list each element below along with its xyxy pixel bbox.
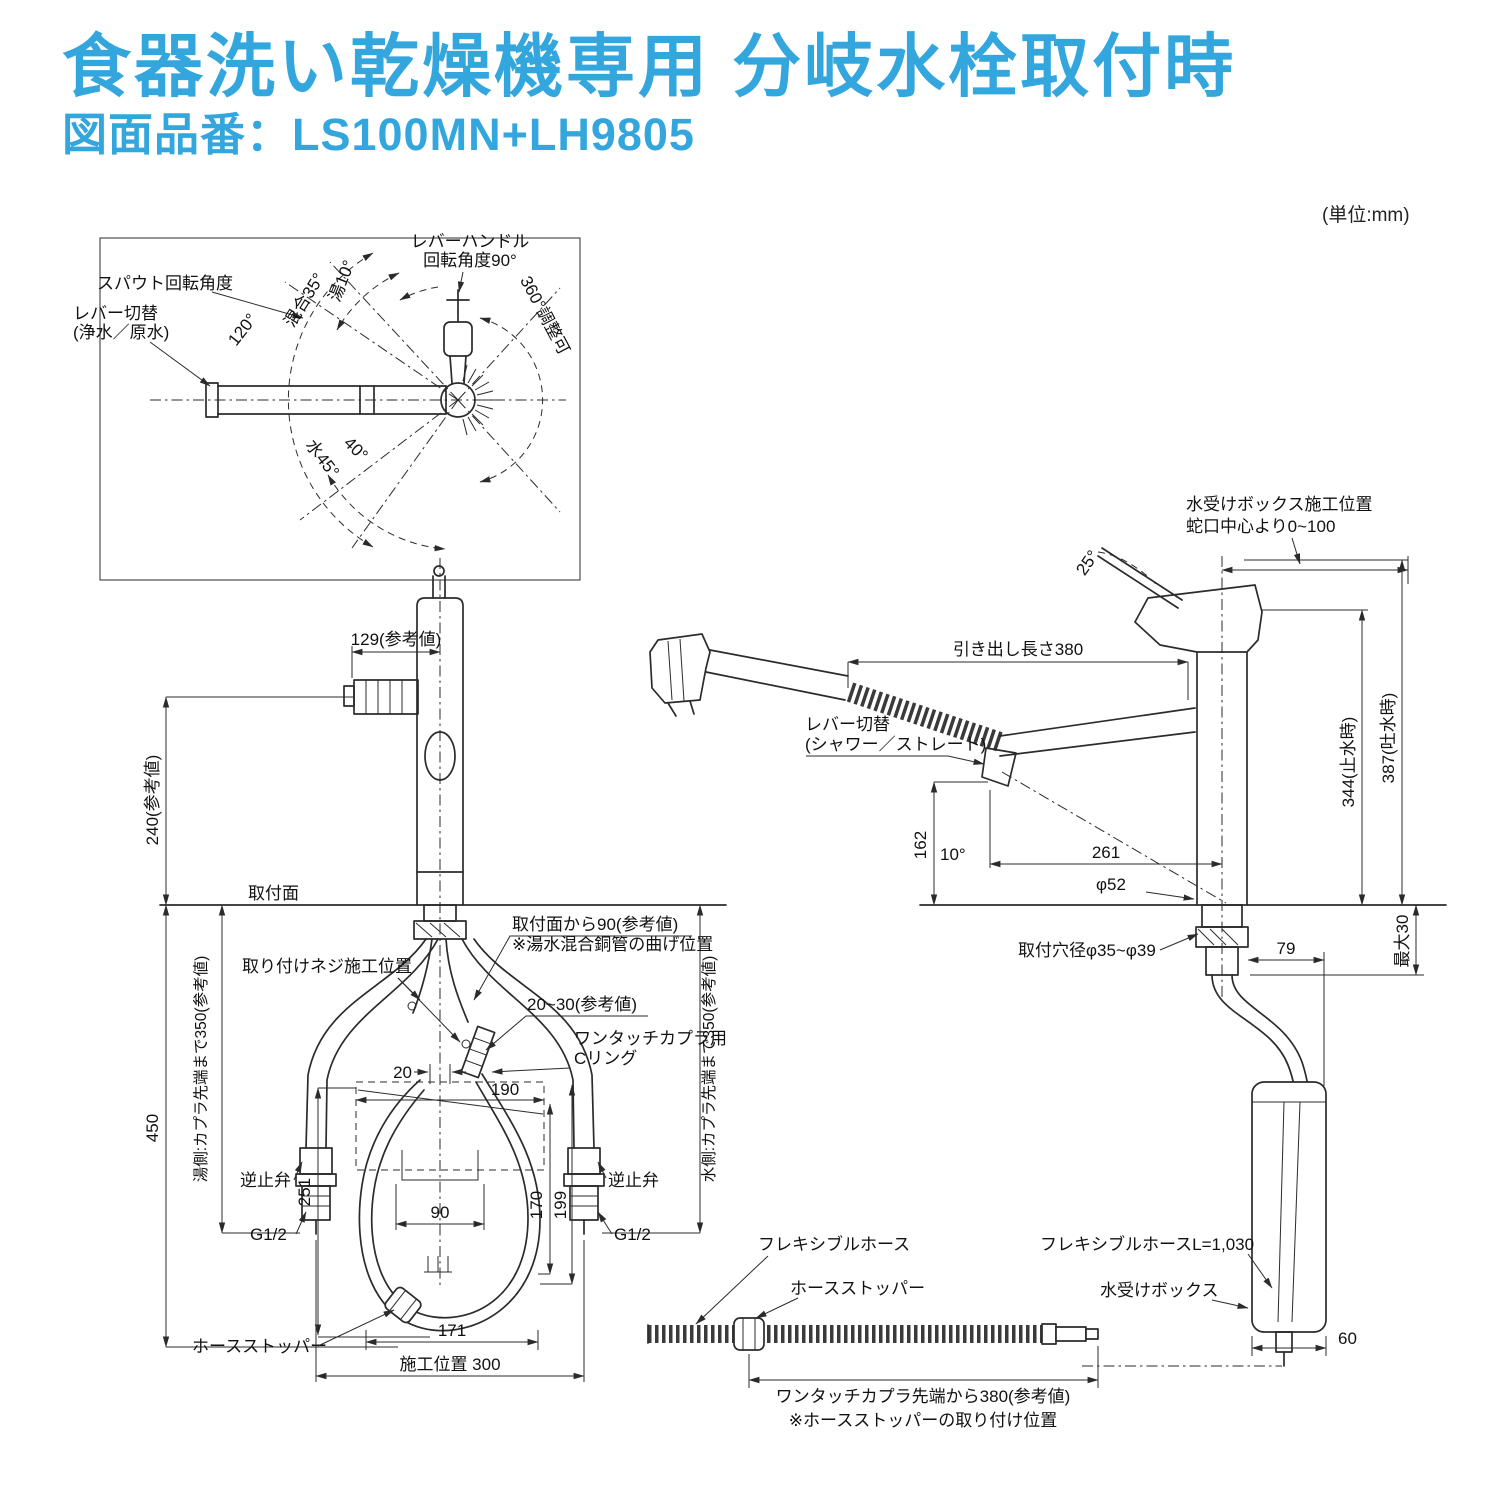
flexible-hose-loop-front xyxy=(358,1073,541,1332)
hose-stopper-detail-label: ホースストッパー xyxy=(790,1279,925,1298)
dim-129-label: 129(参考値) xyxy=(351,630,442,649)
from-surface-90-label-2: ※湯水混合銅管の曲げ位置 xyxy=(512,935,713,954)
max-30-label: 最大30 xyxy=(1393,915,1412,968)
unit-note: (単位:mm) xyxy=(1322,205,1410,226)
coupler-cring-label-2: Cリング xyxy=(574,1049,637,1068)
one-touch-coupler-detail xyxy=(1041,1323,1099,1345)
angle-hot10-label: 湯10° xyxy=(325,258,359,305)
flex-hose-detail-label: フレキシブルホース xyxy=(758,1234,910,1254)
check-valve-right-label: 逆止弁 xyxy=(608,1171,659,1190)
dim-170-label: 170 xyxy=(527,1191,546,1219)
copper-tubes-front xyxy=(407,938,471,1049)
dim-251-label: 251 xyxy=(295,1178,314,1206)
g12-left-label: G1/2 xyxy=(250,1225,287,1244)
lever-handle-top-view xyxy=(443,289,473,384)
coupler-cring-label-1: ワンタッチカプラ用 xyxy=(574,1029,727,1048)
angle-mix35-label: 混合35° xyxy=(280,270,328,331)
from-surface-90-label-1: 取付面から90(参考値) xyxy=(512,915,678,934)
dim-344-label: 344(止水時) xyxy=(1339,717,1358,808)
lever-switch-label-2: (浄水／原水) xyxy=(73,323,169,342)
faucet-body-front xyxy=(416,565,464,906)
angle-cold45-label: 水45° xyxy=(302,436,343,481)
page-subtitle: 図面品番：LS100MN+LH9805 xyxy=(62,109,695,160)
g12-right-label: G1/2 xyxy=(614,1225,651,1244)
lever-switch-side-label-1: レバー切替 xyxy=(805,715,890,734)
spout-top-view xyxy=(205,382,447,418)
branch-fitting-front xyxy=(343,679,419,715)
flex-hose-length-label: フレキシブルホースL=1,030 xyxy=(1040,1234,1254,1254)
angle-40-label: 40° xyxy=(340,433,372,465)
dim-190-label: 190 xyxy=(491,1080,519,1099)
pullout-spout-side xyxy=(649,633,1196,787)
dim-380-label: ワンタッチカプラ先端から380(参考値) xyxy=(776,1387,1071,1406)
water-box-position-label-1: 水受けボックス施工位置 xyxy=(1186,495,1373,514)
lever-handle-rotation-label-1: レバーハンドル xyxy=(411,232,530,251)
screw-position-label: 取り付けネジ施工位置 xyxy=(242,957,412,976)
water-receiving-box xyxy=(1251,1081,1327,1367)
dim-300-label: 施工位置 300 xyxy=(399,1355,500,1374)
dim-90-label: 90 xyxy=(431,1203,450,1222)
mount-surface-label: 取付面 xyxy=(248,884,299,903)
angle-10-label: 10° xyxy=(940,845,966,864)
one-touch-coupler-fitting xyxy=(460,1025,496,1079)
dim-162-label: 162 xyxy=(911,831,930,859)
hose-stopper-note: ※ホースストッパーの取り付け位置 xyxy=(789,1411,1057,1430)
lever-switch-side-label-2: (シャワー／ストレート) xyxy=(805,735,986,754)
dim-79-label: 79 xyxy=(1277,939,1296,958)
dim-387-label: 387(吐水時) xyxy=(1379,693,1398,784)
faucet-body-side xyxy=(1097,547,1263,906)
dim-20-label: 20 xyxy=(393,1063,412,1082)
hose-stopper-front-label: ホースストッパー xyxy=(192,1337,327,1356)
cold-side-350-label: 水側:カプラ先端まで350(参考値) xyxy=(700,956,718,1183)
installation-template xyxy=(355,1081,545,1273)
spout-rotation-label: スパウト回転角度 xyxy=(97,274,233,293)
shank-front xyxy=(413,904,467,940)
top-view-diagram: レバーハンドル 回転角度90° スパウト回転角度 レバー切替 (浄水／原水) 1… xyxy=(73,232,581,581)
lever-handle-rotation-label-2: 回転角度90° xyxy=(423,251,517,270)
dim-240-label: 240(参考値) xyxy=(143,755,162,846)
dim-450-label: 450 xyxy=(143,1114,162,1142)
pullout-length-label: 引き出し長さ380 xyxy=(953,640,1083,659)
dia-52-label: φ52 xyxy=(1096,875,1126,894)
hose-stopper-detail xyxy=(733,1317,765,1351)
dim-199-label: 199 xyxy=(551,1191,570,1219)
water-box-position-label-2: 蛇口中心より0~100 xyxy=(1186,517,1335,536)
spray-lever-side xyxy=(981,747,1017,787)
supply-hoses-front xyxy=(295,938,605,1235)
check-valve-left-label: 逆止弁 xyxy=(240,1171,291,1190)
hose-stopper-front xyxy=(384,1286,422,1324)
angle-360-label: 360°調整可 xyxy=(516,273,573,358)
top-view-frame xyxy=(99,237,581,581)
dim-261-label: 261 xyxy=(1092,843,1120,862)
page-title: 食器洗い乾燥機専用 分岐水栓取付時 xyxy=(62,28,1237,105)
hole-diameter-label: 取付穴径φ35~φ39 xyxy=(1018,941,1156,960)
dim-60-label: 60 xyxy=(1338,1329,1357,1348)
hot-side-350-label: 湯側:カプラ先端まで350(参考値) xyxy=(192,956,210,1183)
hose-detail-diagram: フレキシブルホース ホースストッパー ワンタッチカプラ先端から380(参考値) … xyxy=(647,1234,1099,1430)
dim-171-label: 171 xyxy=(438,1321,466,1340)
dim-20-30-label: 20~30(参考値) xyxy=(527,995,637,1014)
front-view-diagram: 取付面 xyxy=(143,558,727,1382)
lever-switch-label-1: レバー切替 xyxy=(73,304,158,323)
angle-120-label: 120° xyxy=(224,310,261,349)
water-box-label: 水受けボックス xyxy=(1100,1281,1219,1300)
check-valve-right xyxy=(563,1147,605,1235)
